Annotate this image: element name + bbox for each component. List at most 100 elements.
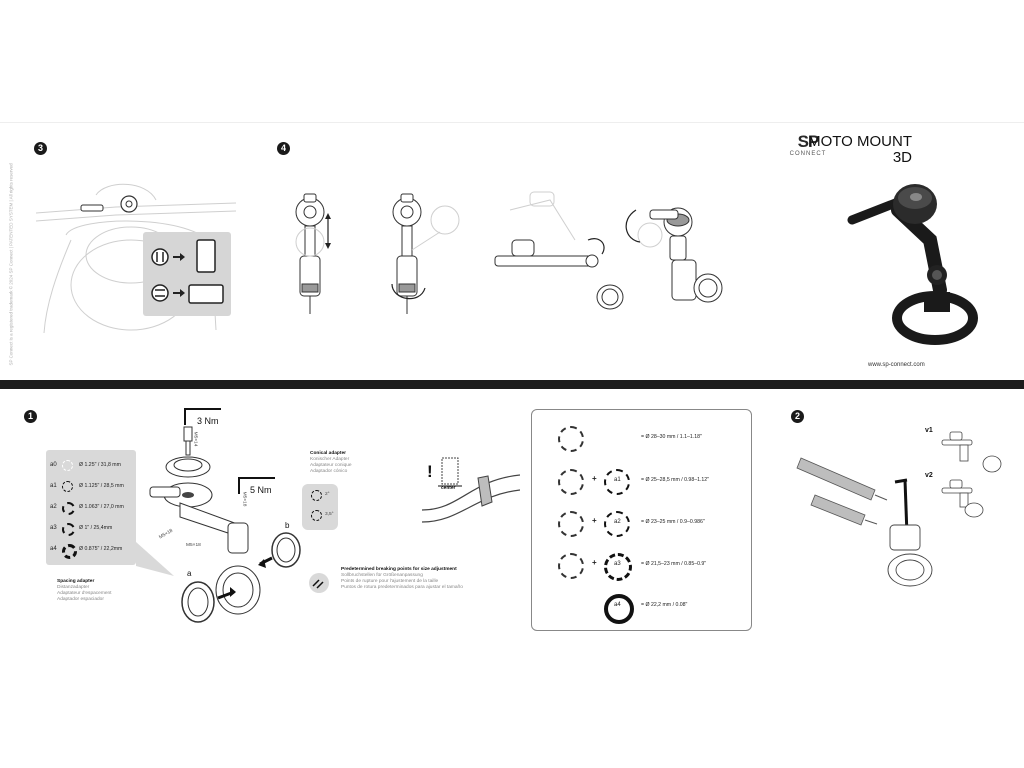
- adapter-row-a3: a3 Ø 1" / 25,4mm: [46, 521, 136, 536]
- mount-exploded-view: [149, 426, 261, 615]
- variant-v2-label: v2: [925, 472, 933, 479]
- adapter-ring-icon: [62, 544, 77, 559]
- clamp-ring-icon: [558, 469, 584, 495]
- breaking-points-line: Puntos de rotura predeterminados para aj…: [341, 585, 463, 590]
- torque-label-upper: 3 Nm: [197, 416, 219, 426]
- size-row: + a3 = Ø 21,5–23 mm / 0.85–0.9": [532, 549, 751, 581]
- conical-ring-icon: [311, 510, 322, 521]
- breaking-points-line: Sollbruchstellen für Größenanpassung: [341, 573, 423, 578]
- spacing-adapter-ring: [181, 581, 236, 623]
- adapter-ring-icon: [62, 502, 75, 515]
- adapter-ring-icon: [604, 469, 630, 495]
- adapter-ring-icon: [604, 553, 632, 581]
- adapter-ring-icon: [604, 594, 634, 624]
- adapter-value: Ø 1.25" / 31,8 mm: [79, 462, 121, 468]
- conical-adapter-title: Conical adapter: [310, 451, 346, 456]
- step-4-illustrations: [295, 191, 723, 314]
- adapter-code: a3: [50, 525, 57, 531]
- label-b: b: [285, 521, 290, 530]
- screw-label-m5x18-vertical: M5×18: [241, 491, 247, 507]
- size-adapter-code: a4: [614, 602, 621, 608]
- website-url: www.sp-connect.com: [868, 362, 925, 368]
- size-value: = Ø 28–30 mm / 1.1–1.18": [641, 434, 702, 440]
- center-label: center: [441, 486, 456, 491]
- torque-bracket-lower: [238, 477, 275, 494]
- adapter-value: Ø 0.875" / 22,2mm: [79, 546, 123, 552]
- copyright-vertical-text: SP Connect is a registered trademark © 2…: [8, 163, 14, 366]
- conical-adapter-line: Adaptador cónico: [310, 469, 348, 474]
- plus-sign: +: [592, 516, 597, 525]
- step-3-illustration: [36, 183, 236, 334]
- brand-logo-sp: SP: [797, 132, 820, 151]
- size-row: + a1 = Ø 25–28,5 mm / 0.98–1.12": [532, 465, 751, 495]
- torque-bracket-upper: [184, 408, 221, 425]
- adapter-row-a2: a2 Ø 1.063" / 27,0 mm: [46, 500, 136, 515]
- conical-angle-2: 3,5°: [325, 512, 334, 517]
- size-table-box: = Ø 28–30 mm / 1.1–1.18" + a1 = Ø 25–28,…: [531, 409, 752, 631]
- size-row: a4 = Ø 22,2 mm / 0.08": [532, 590, 751, 624]
- spacing-adapter-line: Adaptador espaciador: [57, 597, 104, 602]
- conical-adapter-text: Conical adapter Konischer Adapter Adapta…: [310, 451, 352, 475]
- step-2-assembly-illustration: [796, 457, 933, 587]
- step-4-badge: 4: [277, 142, 290, 155]
- adapter-value: Ø 1" / 25,4mm: [79, 525, 113, 531]
- product-photo: [847, 184, 978, 345]
- section-divider: [0, 380, 1024, 389]
- orientation-diagram: [151, 239, 224, 304]
- size-adapter-code: a2: [614, 519, 621, 525]
- conical-angle-1: 2°: [325, 492, 330, 497]
- spacing-adapter-line: Adaptateur d'espacement: [57, 591, 112, 596]
- step-3-badge: 3: [34, 142, 47, 155]
- adapter-size-panel: a0 Ø 1.25" / 31,8 mm a1 Ø 1.125" / 28,5 …: [46, 450, 136, 565]
- top-border: [0, 122, 1024, 123]
- warning-exclamation: !: [427, 462, 433, 481]
- torque-label-lower: 5 Nm: [250, 485, 272, 495]
- step-2-badge: 2: [791, 410, 804, 423]
- size-value: = Ø 25–28,5 mm / 0.98–1.12": [641, 477, 710, 483]
- size-row: = Ø 28–30 mm / 1.1–1.18": [532, 422, 751, 452]
- clamp-ring-icon: [558, 553, 584, 579]
- breaking-points-text: Predetermined breaking points for size a…: [341, 567, 463, 591]
- conical-angle-panel: 2° 3,5°: [302, 484, 338, 530]
- size-value: = Ø 23–25 mm / 0.9–0.986": [641, 519, 705, 525]
- spacing-adapter-title: Spacing adapter: [57, 579, 95, 584]
- adapter-code: a1: [50, 483, 57, 489]
- adapter-code: a2: [50, 504, 57, 510]
- screw-label-m5x14: M5×14: [192, 431, 198, 447]
- size-row: + a2 = Ø 23–25 mm / 0.9–0.986": [532, 507, 751, 537]
- spacing-adapter-line: Distanzadapter: [57, 585, 90, 590]
- step-1-badge: 1: [24, 410, 37, 423]
- size-value: = Ø 22,2 mm / 0.08": [641, 602, 688, 608]
- adapter-row-a4: a4 Ø 0.875" / 22,2mm: [46, 542, 136, 559]
- plus-sign: +: [592, 474, 597, 483]
- size-adapter-code: a3: [614, 561, 621, 567]
- plus-sign: +: [592, 558, 597, 567]
- clamp-ring-icon: [558, 426, 584, 452]
- adapter-row-a0: a0 Ø 1.25" / 31,8 mm: [46, 458, 136, 472]
- breaking-points-line: Points de rupture pour l'ajustement de l…: [341, 579, 439, 584]
- breaking-points-title: Predetermined breaking points for size a…: [341, 567, 457, 572]
- label-a: a: [187, 569, 192, 578]
- breaking-point-icon: [309, 573, 329, 593]
- panel-pointer: [136, 542, 174, 576]
- adapter-ring-icon: [604, 511, 630, 537]
- conical-ring-icon: [311, 490, 322, 501]
- spacing-adapter-text: Spacing adapter Distanzadapter Adaptateu…: [57, 579, 112, 603]
- variant-illustrations: [941, 431, 1002, 518]
- adapter-ring-icon: [62, 523, 75, 536]
- brand-logo: SP CONNECT: [785, 133, 831, 158]
- orientation-panel: [143, 232, 231, 316]
- conical-adapter-ring: [258, 532, 301, 568]
- adapter-ring-icon: [62, 481, 73, 492]
- adapter-code: a0: [50, 462, 57, 468]
- brand-logo-connect: CONNECT: [789, 151, 827, 157]
- adapter-ring-icon: [62, 460, 73, 471]
- clamp-ring-icon: [558, 511, 584, 537]
- product-title-line2: 3D: [892, 149, 912, 166]
- adapter-row-a1: a1 Ø 1.125" / 28,5 mm: [46, 479, 136, 493]
- conical-adapter-line: Adaptateur conique: [310, 463, 352, 468]
- screw-label-m5x18-bottom: M5×18: [186, 543, 201, 548]
- conical-adapter-line: Konischer Adapter: [310, 457, 350, 462]
- adapter-value: Ø 1.063" / 27,0 mm: [79, 504, 124, 510]
- size-adapter-code: a1: [614, 477, 621, 483]
